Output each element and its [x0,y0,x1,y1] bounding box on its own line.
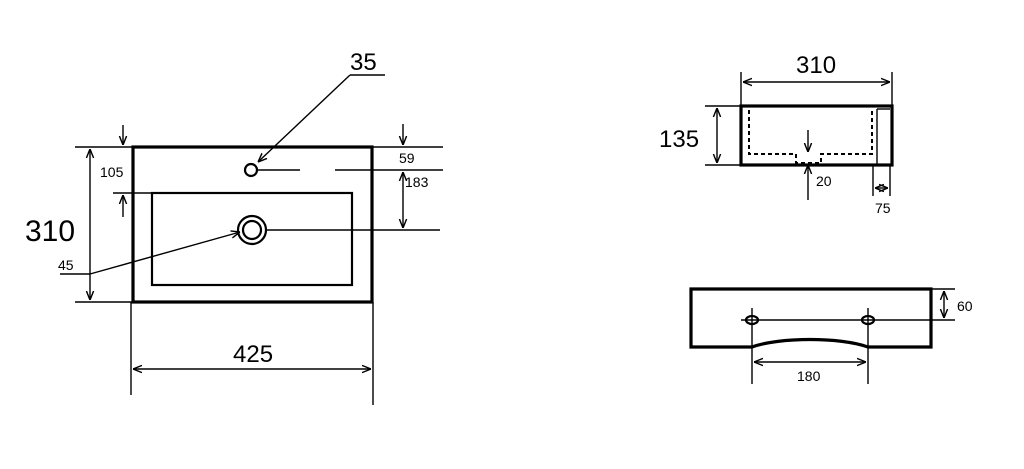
side-outline [739,104,894,167]
overall-width-label: 425 [233,341,273,368]
fixing-height-label: 60 [957,298,973,314]
bowl-outline [150,191,354,287]
top-view: 35 45 310 105 59 183 425 [25,49,443,405]
waste-depth-label: 20 [816,173,832,189]
fixing-spacing-label: 180 [797,368,821,384]
side-height-label: 135 [659,126,699,153]
rim-to-tap-label: 59 [399,150,415,166]
basin-outline [131,145,374,304]
tap-hole-diameter-label: 35 [350,49,377,76]
overall-depth-label: 310 [25,215,75,248]
waste-diameter-label: 45 [58,257,74,273]
tap-to-waste-label: 183 [405,174,429,190]
front-view: 60 180 [689,287,973,384]
front-outline [689,287,933,349]
side-view: 310 135 20 75 [659,52,894,216]
rim-thickness-label: 75 [875,200,891,216]
rim-to-bowl-label: 105 [100,164,124,180]
side-width-label: 310 [796,52,836,79]
tap-hole [243,162,259,178]
